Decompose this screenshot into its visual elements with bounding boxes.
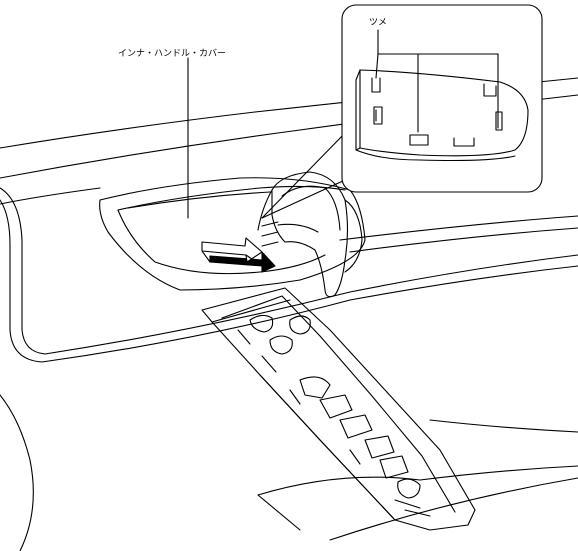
handle-recess — [99, 177, 366, 291]
inner-handle-lever — [257, 171, 363, 298]
tab-leader-lines — [375, 29, 499, 133]
detail-cover-underside — [355, 69, 529, 162]
removal-direction-arrow — [201, 237, 276, 273]
leader-lines — [187, 57, 349, 219]
door-trim-panel — [0, 77, 578, 551]
tab-label: ツメ — [369, 18, 388, 28]
inner-handle-cover-part — [201, 287, 476, 531]
inner-handle-cover-label: インナ・ハンドル・カバー — [118, 49, 227, 59]
detail-inset-frame — [341, 4, 543, 193]
